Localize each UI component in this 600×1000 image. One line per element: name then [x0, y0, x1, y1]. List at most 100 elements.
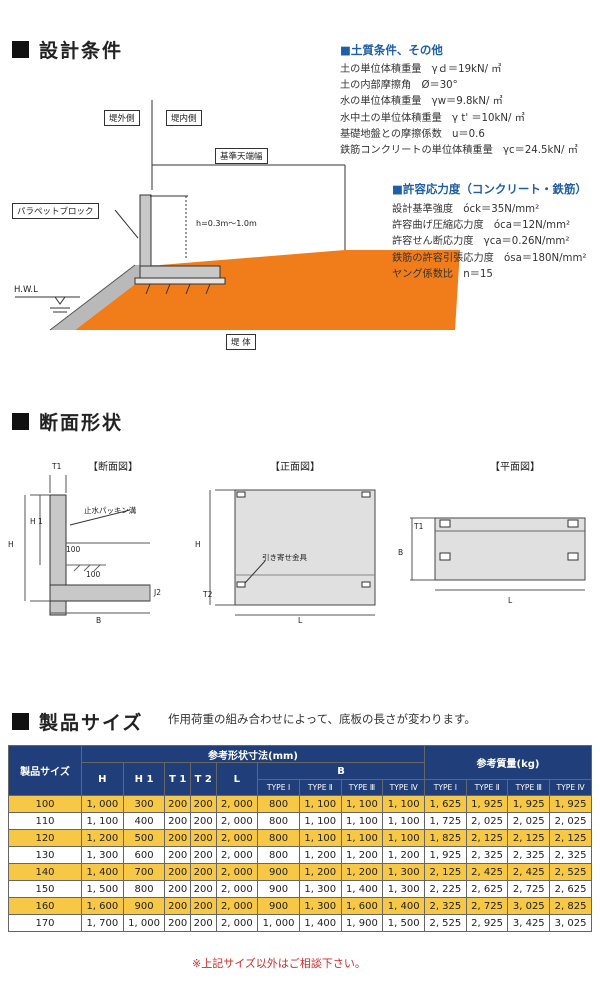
table-cell: 2, 325 — [424, 897, 467, 915]
table-cell: 200 — [189, 914, 217, 932]
cell-product-size: 100 — [8, 795, 82, 813]
dim-t1-cross: T1 — [52, 462, 62, 471]
table-cell: 1, 300 — [81, 846, 124, 864]
header-product-size: 製品サイズ — [8, 745, 82, 796]
stress-line: 設計基準強度 óck＝35N/mm² — [392, 204, 540, 215]
table-cell: 2, 725 — [465, 897, 509, 915]
table-cell: 2, 000 — [215, 846, 259, 864]
table-cell: 1, 300 — [298, 880, 342, 898]
section-title-cross-section: 断面形状 — [12, 408, 123, 435]
header-mass-type: TYPE Ⅰ — [424, 779, 467, 796]
label-parapet-block: パラペットブロック — [12, 203, 99, 219]
stress-line: 許容せん断応力度 γca＝0.26N/mm² — [392, 236, 570, 248]
table-cell: 200 — [189, 829, 217, 847]
table-cell: 200 — [164, 914, 191, 932]
dim-j2-cross: J2 — [154, 588, 161, 597]
table-cell: 2, 225 — [424, 880, 467, 898]
dim-l-front: L — [298, 616, 303, 625]
plan-view-label: 【平面図】 — [490, 462, 540, 473]
table-cell: 200 — [189, 846, 217, 864]
table-cell: 700 — [122, 863, 166, 881]
header-t2: T 2 — [189, 762, 217, 796]
table-cell: 3, 025 — [507, 897, 551, 915]
header-b-type: TYPE Ⅳ — [382, 779, 426, 796]
table-cell: 2, 000 — [215, 897, 259, 915]
table-cell: 200 — [164, 897, 191, 915]
label-inner-side: 堤内側 — [166, 110, 202, 126]
table-cell: 2, 025 — [465, 812, 509, 830]
soil-condition-line: 水中土の単位体積重量 γ t' ＝10kN/ ㎥ — [340, 112, 525, 124]
table-cell: 1, 400 — [81, 863, 124, 881]
dim-100-upper: 100 — [66, 545, 81, 554]
table-cell: 900 — [257, 880, 300, 898]
table-cell: 200 — [189, 897, 217, 915]
dim-l-plan: L — [508, 596, 513, 605]
table-cell: 900 — [257, 897, 300, 915]
table-cell: 1, 700 — [81, 914, 124, 932]
table-cell: 900 — [257, 863, 300, 881]
design-condition-diagram — [15, 100, 460, 331]
table-cell: 900 — [122, 897, 166, 915]
table-cell: 2, 025 — [549, 812, 592, 830]
soil-condition-line: 土の単位体積重量 γｄ＝19kN/ ㎥ — [340, 64, 502, 75]
header-h: H — [81, 762, 124, 796]
table-cell: 2, 425 — [507, 863, 551, 881]
table-cell: 1, 900 — [340, 914, 384, 932]
header-h1: H 1 — [122, 762, 166, 796]
stress-line: 許容曲げ圧縮応力度 óca＝12N/mm² — [392, 220, 571, 232]
table-cell: 2, 625 — [465, 880, 509, 898]
cell-product-size: 150 — [8, 880, 82, 898]
table-cell: 2, 325 — [549, 846, 592, 864]
table-cell: 600 — [122, 846, 166, 864]
table-cell: 200 — [189, 812, 217, 830]
table-cell: 1, 600 — [340, 897, 384, 915]
cell-product-size: 140 — [8, 863, 82, 881]
square-bullet-icon — [12, 413, 29, 430]
table-cell: 1, 200 — [340, 846, 384, 864]
table-cell: 1, 100 — [298, 829, 342, 847]
table-cell: 2, 425 — [465, 863, 509, 881]
table-cell: 1, 400 — [382, 897, 426, 915]
table-cell: 2, 125 — [507, 829, 551, 847]
table-cell: 2, 000 — [215, 863, 259, 881]
table-cell: 3, 425 — [507, 914, 551, 932]
table-cell: 1, 100 — [382, 795, 426, 813]
header-b-type: TYPE Ⅲ — [340, 779, 384, 796]
table-cell: 1, 100 — [298, 812, 342, 830]
label-packing-groove: 止水パッキン溝 — [84, 506, 137, 515]
table-cell: 2, 525 — [549, 863, 592, 881]
table-cell: 1, 000 — [81, 795, 124, 813]
stress-line: ヤング係数比 n＝15 — [392, 268, 493, 280]
table-cell: 800 — [257, 795, 300, 813]
cell-product-size: 120 — [8, 829, 82, 847]
table-cell: 2, 925 — [465, 914, 509, 932]
table-cell: 200 — [164, 795, 191, 813]
table-cell: 1, 100 — [382, 829, 426, 847]
table-cell: 1, 400 — [298, 914, 342, 932]
label-embankment: 堤 体 — [226, 334, 256, 350]
table-cell: 800 — [257, 829, 300, 847]
header-ref-mass: 参考質量(kg) — [424, 745, 592, 780]
cross-section-label: 【断面図】 — [88, 462, 138, 473]
table-cell: 800 — [257, 846, 300, 864]
header-b-type: TYPE Ⅰ — [257, 779, 300, 796]
label-pulling-fitting: 引き寄せ金具 — [262, 553, 307, 562]
allowable-stress-heading: ■許容応力度（コンクリート・鉄筋） — [392, 182, 587, 196]
section-title-product-size: 製品サイズ — [12, 708, 143, 735]
product-size-subtitle: 作用荷重の組み合わせによって、底板の長さが変わります。 — [168, 712, 476, 726]
table-cell: 1, 100 — [340, 812, 384, 830]
header-mass-type: TYPE Ⅳ — [549, 779, 592, 796]
table-cell: 2, 825 — [549, 897, 592, 915]
table-cell: 200 — [164, 863, 191, 881]
table-cell: 2, 325 — [465, 846, 509, 864]
table-cell: 200 — [164, 846, 191, 864]
table-cell: 1, 400 — [340, 880, 384, 898]
table-cell: 1, 000 — [122, 914, 166, 932]
product-size-table: 製品サイズ 参考形状寸法(mm) 参考質量(kg) H H 1 T 1 T 2 … — [8, 745, 592, 932]
dim-t1-plan: T1 — [414, 522, 424, 531]
label-outer-side: 堤外側 — [104, 110, 140, 126]
table-cell: 1, 500 — [81, 880, 124, 898]
